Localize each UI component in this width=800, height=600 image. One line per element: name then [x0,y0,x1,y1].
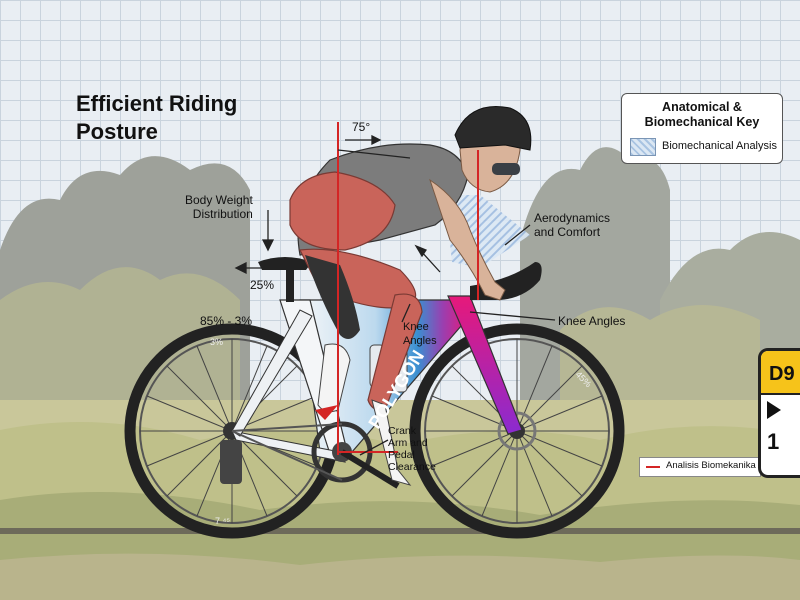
front-wheel [409,323,625,539]
sign-header [761,351,800,395]
rear-wheel-marking: 3% [210,337,223,347]
analysis-lines [337,122,479,455]
knee-angles-right-label: Knee Angles [558,314,626,328]
legend-text: Analisis Biomekanika [666,460,756,471]
analysis-legend: Analisis Biomekanika [639,457,761,477]
page-title: Efficient Riding Posture [76,91,238,144]
angle-label: 75° [352,120,371,134]
legend-red-line [646,466,660,468]
sign-number: 1 [767,429,780,454]
aerodynamics-label: Aerodynamics and Comfort [534,211,611,239]
sign-arrow-icon [767,401,781,419]
annotation-leaders [234,134,556,456]
back-muscles [289,171,396,251]
road-sign: D9 1 [758,348,800,478]
crank-clearance-label: Crank Arm and Pedal Clearance [388,425,436,473]
key-title: Anatomical & Biomechanical Key [644,100,760,129]
seatpost [286,268,294,302]
key-item-label: Biomechanical Analysis [662,140,777,152]
anatomical-key: Anatomical & Biomechanical Key Biomechan… [621,93,783,164]
rider [289,106,532,486]
sign-code: D9 [769,363,795,385]
pct-85-3-label: 85% - 3% [200,314,253,328]
pct-25-label: 25% [250,278,275,292]
key-swatch [630,138,656,156]
knee-angles-mid-label: Knee Angles [403,321,437,347]
rear-wheel-bottom-marking: 7 ⁴⁵ [215,516,230,526]
saddle [258,257,312,270]
body-weight-label: Body Weight Distribution [185,193,253,221]
